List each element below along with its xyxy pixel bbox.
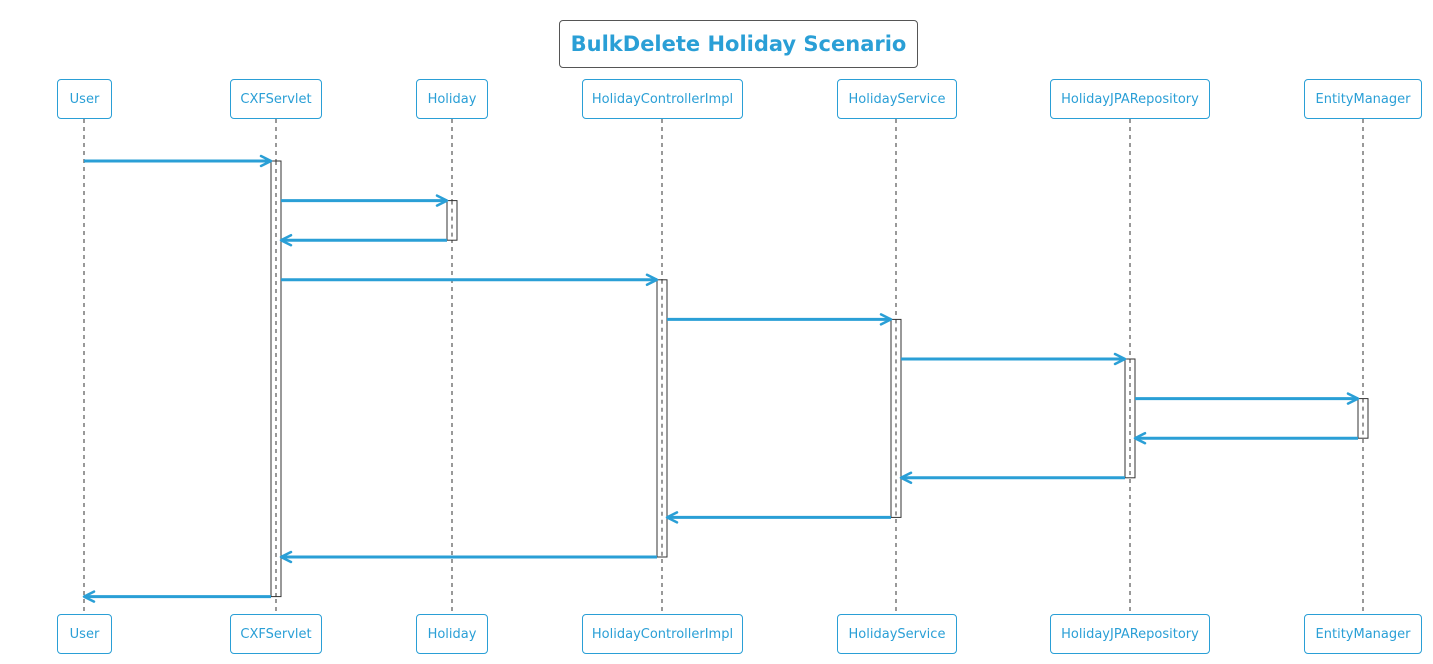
arrowhead-icon [82, 590, 96, 603]
arrowhead-icon [279, 550, 293, 564]
arrowhead-icon [1113, 352, 1127, 366]
arrowhead-icon [665, 511, 679, 524]
participant-user-top: User [57, 79, 112, 119]
arrowhead-icon [1133, 431, 1147, 445]
participant-holidaycontrollerimpl-top: HolidayControllerImpl [582, 79, 743, 119]
diagram-title: BulkDelete Holiday Scenario [559, 20, 918, 68]
participant-entitymanager-bottom: EntityManager [1304, 614, 1422, 654]
participant-holidayjparepository-bottom: HolidayJPARepository [1050, 614, 1210, 654]
participant-holidaycontrollerimpl-bottom: HolidayControllerImpl [582, 614, 743, 654]
participant-holidayservice-bottom: HolidayService [837, 614, 957, 654]
participant-holidayservice-top: HolidayService [837, 79, 957, 119]
arrowhead-icon [899, 471, 913, 485]
arrowhead-icon [1346, 392, 1360, 405]
participant-cxfservlet-top: CXFServlet [230, 79, 322, 119]
participant-user-bottom: User [57, 614, 112, 654]
arrowhead-icon [645, 273, 659, 287]
arrowhead-icon [879, 313, 893, 326]
participant-holiday-top: Holiday [416, 79, 488, 119]
participant-holiday-bottom: Holiday [416, 614, 488, 654]
participant-entitymanager-top: EntityManager [1304, 79, 1422, 119]
participant-holidayjparepository-top: HolidayJPARepository [1050, 79, 1210, 119]
arrowhead-icon [279, 233, 293, 247]
arrowhead-icon [435, 194, 449, 207]
participant-cxfservlet-bottom: CXFServlet [230, 614, 322, 654]
arrowhead-icon [259, 154, 273, 168]
